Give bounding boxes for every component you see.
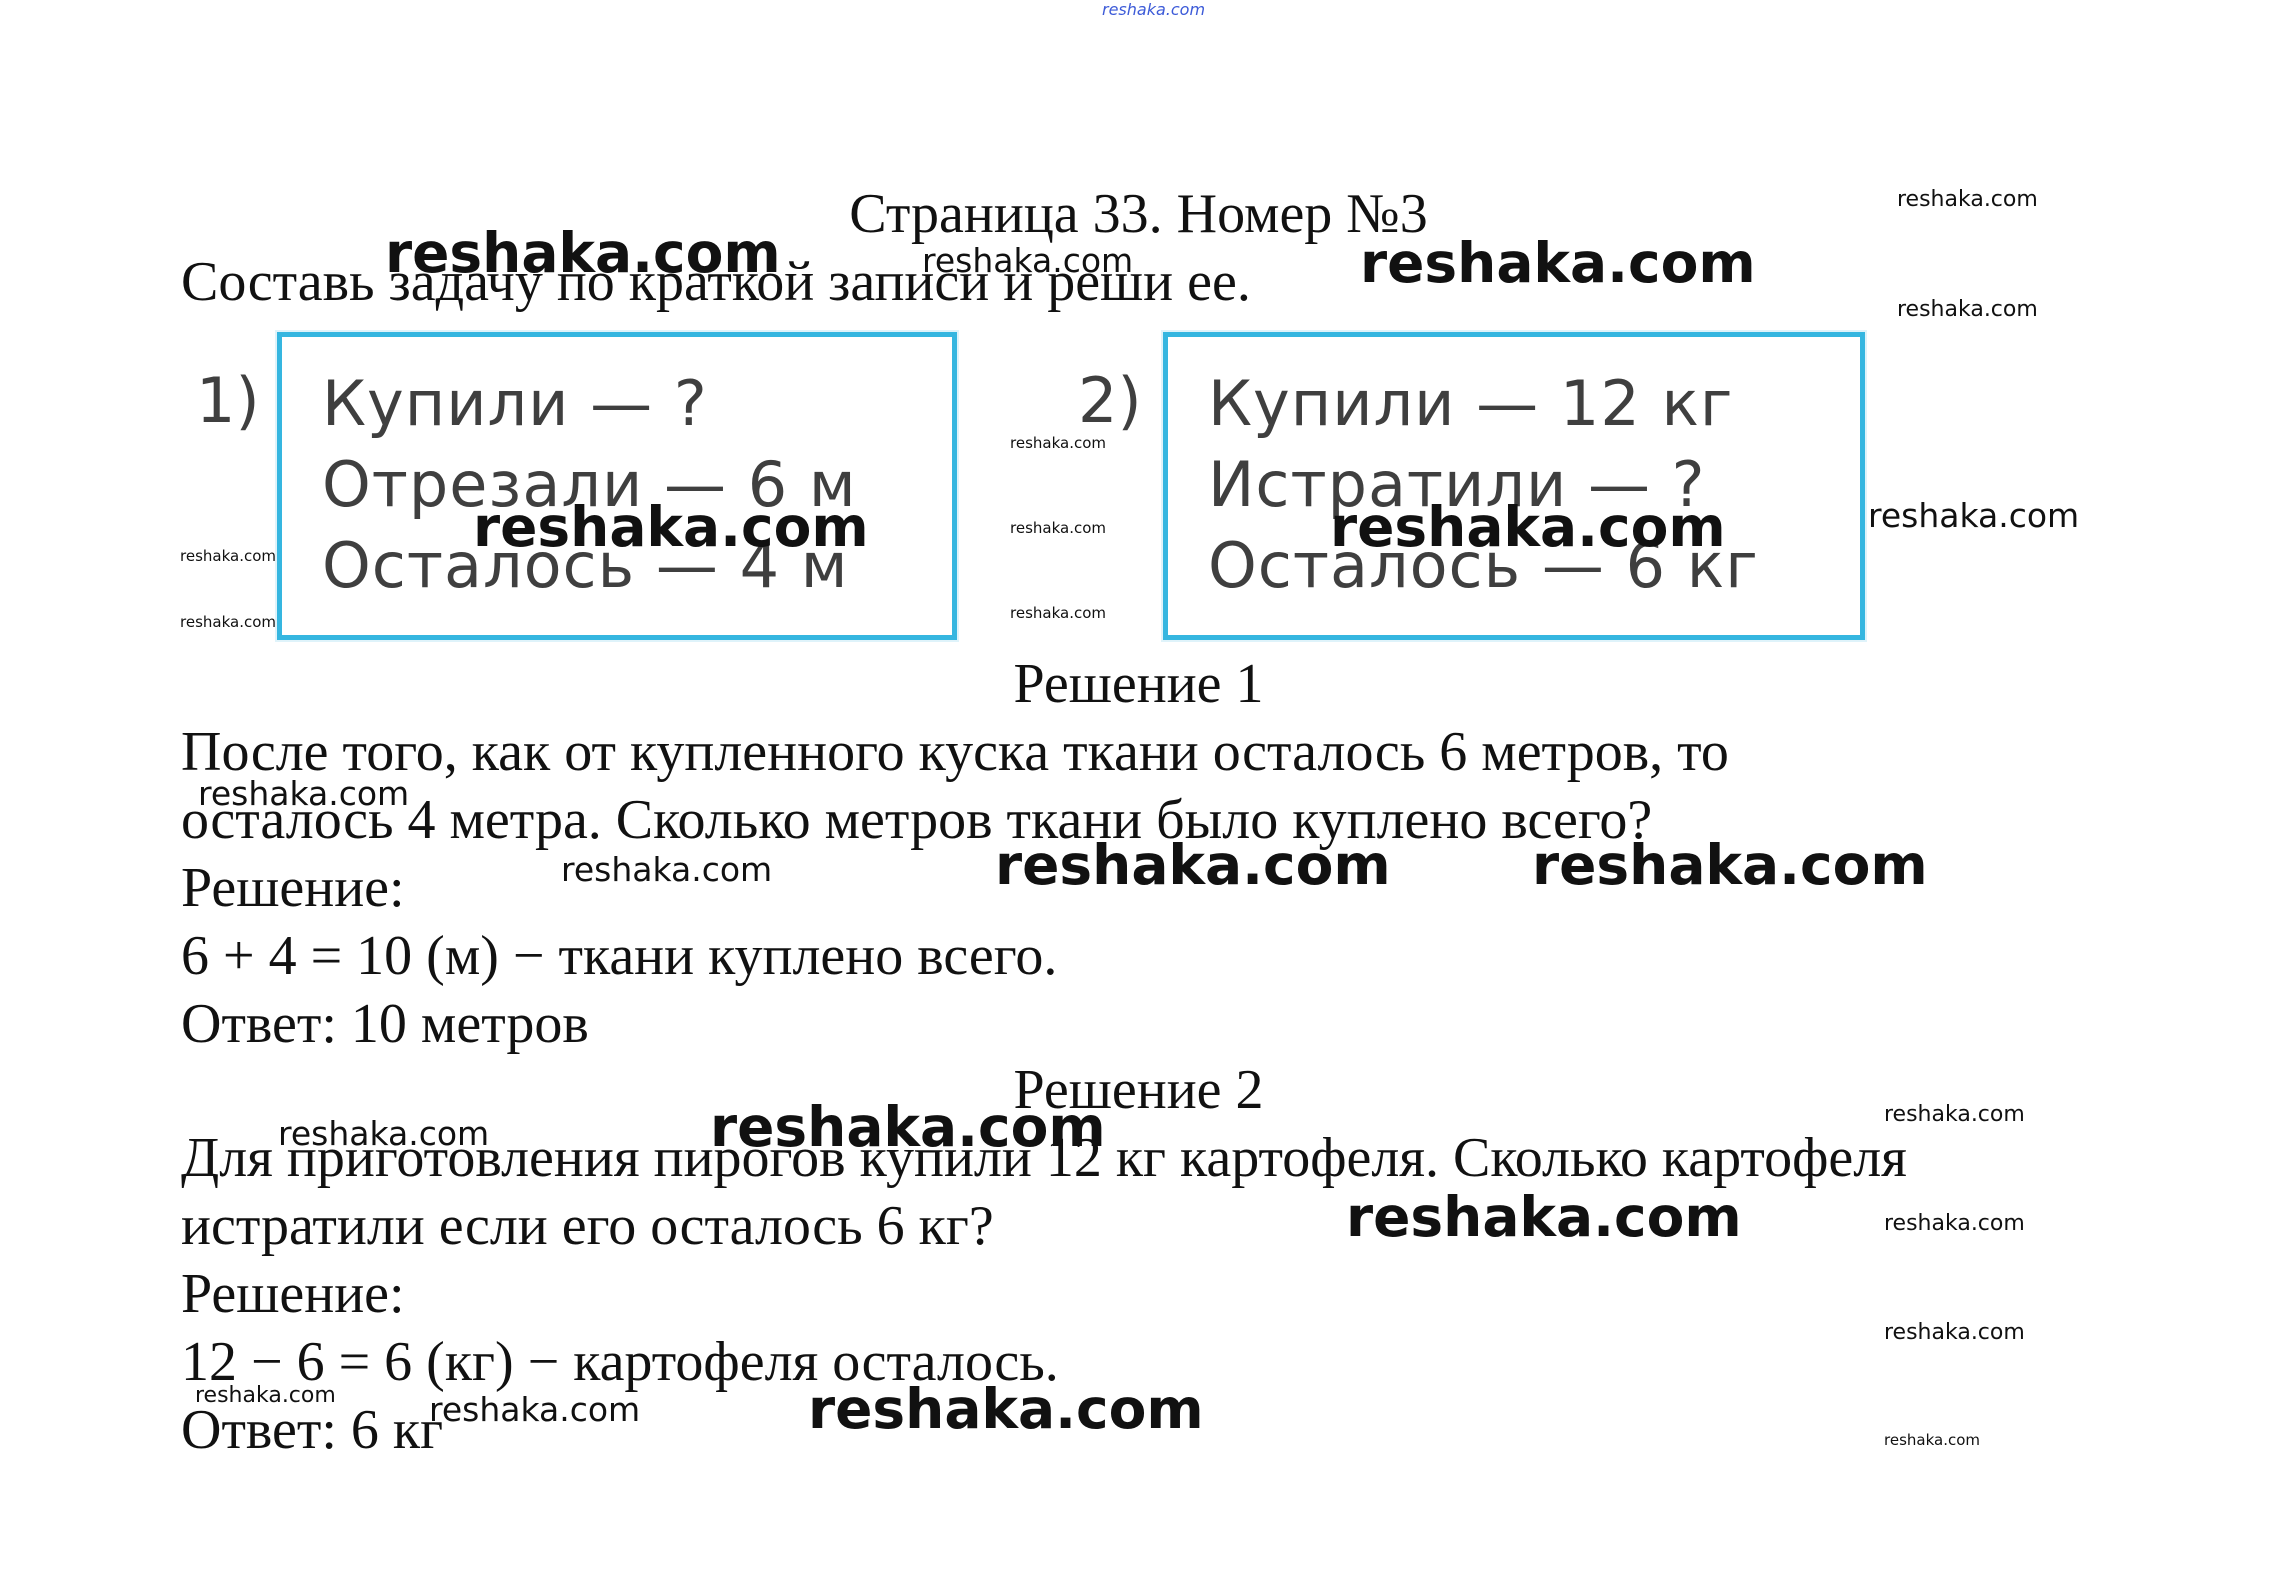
watermark: reshaka.com <box>995 833 1391 897</box>
solution-1-problem-line-1: После того, как от купленного куска ткан… <box>181 721 1729 783</box>
card-1-row-cut: Отрезали — 6 м <box>322 448 857 521</box>
solution-1-heading: Решение 1 <box>1013 653 1264 715</box>
card-2-number: 2) <box>1078 364 1142 437</box>
watermark: reshaka.com <box>1884 1431 1980 1449</box>
watermark: reshaka.com <box>1010 604 1106 622</box>
solution-1-label: Решение: <box>181 857 405 919</box>
watermark: reshaka.com <box>180 547 276 565</box>
solution-2-problem-line-1: Для приготовления пирогов купили 12 кг к… <box>181 1127 1907 1189</box>
card-1-number: 1) <box>196 364 260 437</box>
solution-2-heading: Решение 2 <box>1013 1059 1264 1121</box>
card-2-row-bought: Купили — 12 кг <box>1208 367 1734 440</box>
watermark: reshaka.com <box>1884 1211 2025 1236</box>
card-2-row-left: Осталось — 6 кг <box>1208 529 1759 602</box>
watermark: reshaka.com <box>561 850 773 889</box>
watermark: reshaka.com <box>1868 496 2080 535</box>
solution-1-answer: Ответ: 10 метров <box>181 993 589 1055</box>
card-1-row-left: Осталось — 4 м <box>322 529 849 602</box>
watermark: reshaka.com <box>1884 1320 2025 1345</box>
watermark: reshaka.com <box>922 241 1134 280</box>
card-1-row-bought: Купили — ? <box>322 367 708 440</box>
watermark: reshaka.com <box>180 613 276 631</box>
watermark: reshaka.com <box>198 774 410 813</box>
watermark: reshaka.com <box>473 495 869 559</box>
short-record-card-2: Купили — 12 кг Истратили — ? Осталось — … <box>1163 332 1865 640</box>
watermark: reshaka.com <box>1010 519 1106 537</box>
solution-2-answer: Ответ: 6 кг <box>181 1399 444 1461</box>
watermark: reshaka.com <box>1897 187 2038 212</box>
watermark: reshaka.com <box>1360 231 1756 295</box>
watermark: reshaka.com <box>710 1095 1106 1159</box>
watermark: reshaka.com <box>808 1377 1204 1441</box>
watermark: reshaka.com <box>1897 297 2038 322</box>
watermark: reshaka.com <box>1346 1185 1742 1249</box>
watermark: reshaka.com <box>1330 495 1726 559</box>
watermark: reshaka.com <box>1532 833 1928 897</box>
watermark: reshaka.com <box>1010 434 1106 452</box>
page-title: Страница 33. Номер №3 <box>849 183 1428 245</box>
watermark: reshaka.com <box>385 221 781 285</box>
watermark: reshaka.com <box>195 1383 336 1408</box>
solution-2-calculation: 12 − 6 = 6 (кг) − картофеля осталось. <box>181 1331 1059 1393</box>
task-instruction: Составь задачу по краткой записи и реши … <box>181 251 1251 313</box>
solution-1-problem-line-2: осталось 4 метра. Сколько метров ткани б… <box>181 789 1653 851</box>
watermark: reshaka.com <box>429 1390 641 1429</box>
solution-1-calculation: 6 + 4 = 10 (м) − ткани куплено всего. <box>181 925 1058 987</box>
card-2-row-spent: Истратили — ? <box>1208 448 1706 521</box>
watermark-top: reshaka.com <box>1102 0 1206 19</box>
solution-2-problem-line-2: истратили если его осталось 6 кг? <box>181 1195 994 1257</box>
solution-2-label: Решение: <box>181 1263 405 1325</box>
watermark: reshaka.com <box>1884 1102 2025 1127</box>
watermark: reshaka.com <box>278 1114 490 1153</box>
short-record-card-1: Купили — ? Отрезали — 6 м Осталось — 4 м <box>277 332 957 640</box>
